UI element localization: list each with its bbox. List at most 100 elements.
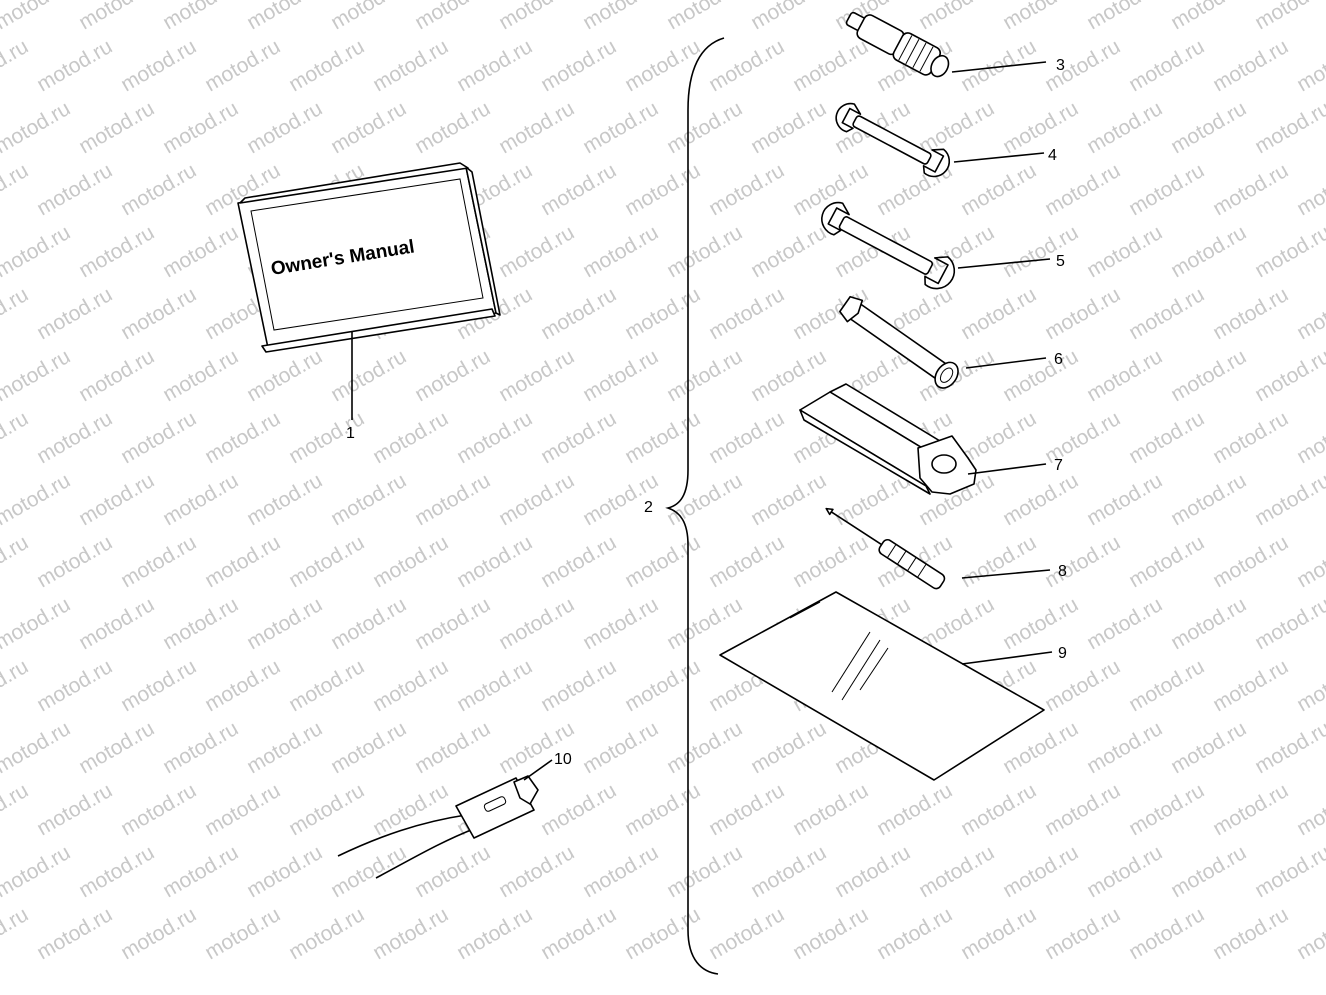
watermark-text: motod.ru (1041, 531, 1124, 592)
watermark-text: motod.ru (621, 655, 704, 716)
watermark-text: motod.ru (201, 903, 284, 964)
watermark-text: motod.ru (1209, 35, 1292, 96)
watermark-text: motod.ru (705, 283, 788, 344)
watermark-text: motod.ru (1167, 345, 1250, 406)
watermark-text: motod.ru (537, 903, 620, 964)
watermark-text: motod.ru (33, 283, 116, 344)
watermark-text: motod.ru (747, 345, 830, 406)
watermark-text: motod.ru (1251, 593, 1326, 654)
watermark-text: motod.ru (999, 469, 1082, 530)
callout-4: 4 (1048, 147, 1057, 164)
watermark-text: motod.ru (453, 531, 536, 592)
watermark-text: motod.ru (663, 841, 746, 902)
watermark-text: motod.ru (243, 593, 326, 654)
watermark-text: motod.ru (495, 345, 578, 406)
watermark-text: motod.ru (621, 779, 704, 840)
watermark-text: motod.ru (201, 531, 284, 592)
watermark-text: motod.ru (75, 469, 158, 530)
watermark-text: motod.ru (873, 779, 956, 840)
watermark-text: motod.ru (33, 655, 116, 716)
watermark-text: motod.ru (117, 531, 200, 592)
watermark-text: motod.ru (579, 97, 662, 158)
watermark-text: motod.ru (621, 531, 704, 592)
watermark-text: motod.ru (915, 841, 998, 902)
leader-5 (957, 258, 1051, 269)
watermark-text: motod.ru (957, 531, 1040, 592)
watermark-text: motod.ru (579, 0, 662, 34)
watermark-text: motod.ru (789, 779, 872, 840)
watermark-text: motod.ru (1251, 221, 1326, 282)
watermark-text: motod.ru (1209, 407, 1292, 468)
watermark-text: motod.ru (1125, 407, 1208, 468)
callout-5: 5 (1056, 253, 1065, 270)
watermark-text: motod.ru (285, 531, 368, 592)
watermark-text: motod.ru (957, 159, 1040, 220)
watermark-text: motod.ru (0, 35, 32, 96)
watermark-text: motod.ru (1209, 159, 1292, 220)
screwdriver (825, 507, 946, 590)
tool-bag (719, 591, 1045, 781)
watermark-text: motod.ru (789, 531, 872, 592)
watermark-text: motod.ru (705, 35, 788, 96)
watermark-text: motod.ru (1251, 717, 1326, 778)
watermark-text: motod.ru (537, 159, 620, 220)
watermark-text: motod.ru (495, 221, 578, 282)
watermark-text: motod.ru (411, 717, 494, 778)
watermark-text: motod.ru (1041, 283, 1124, 344)
callout-1: 1 (346, 425, 355, 442)
watermark-text: motod.ru (1167, 221, 1250, 282)
watermark-text: motod.ru (915, 97, 998, 158)
watermark-text: motod.ru (453, 903, 536, 964)
watermark-text: motod.ru (831, 841, 914, 902)
watermark-text: motod.ru (201, 407, 284, 468)
watermark-text: motod.ru (1083, 841, 1166, 902)
watermark-text: motod.ru (1125, 159, 1208, 220)
leader-4 (953, 152, 1045, 163)
watermark-text: motod.ru (243, 345, 326, 406)
watermark-text: motod.ru (1167, 469, 1250, 530)
watermark-text: motod.ru (1209, 903, 1292, 964)
watermark-text: motod.ru (369, 903, 452, 964)
watermark-text: motod.ru (1293, 35, 1326, 96)
watermark-text: motod.ru (747, 97, 830, 158)
callout-8: 8 (1058, 563, 1067, 580)
watermark-text: motod.ru (537, 407, 620, 468)
watermark-text: motod.ru (705, 779, 788, 840)
watermark-text: motod.ru (1041, 655, 1124, 716)
watermark-text: motod.ru (0, 469, 74, 530)
watermark-text: motod.ru (999, 0, 1082, 34)
watermark-text: motod.ru (327, 593, 410, 654)
watermark-text: motod.ru (495, 97, 578, 158)
watermark-text: motod.ru (1251, 469, 1326, 530)
watermark-text: motod.ru (873, 903, 956, 964)
watermark-text: motod.ru (411, 97, 494, 158)
watermark-text: motod.ru (1167, 97, 1250, 158)
watermark-text: motod.ru (495, 469, 578, 530)
watermark-text: motod.ru (495, 0, 578, 34)
watermark-text: motod.ru (33, 903, 116, 964)
watermark-text: motod.ru (159, 841, 242, 902)
watermark-text: motod.ru (747, 841, 830, 902)
watermark-text: motod.ru (327, 97, 410, 158)
watermark-text: motod.ru (1041, 35, 1124, 96)
watermark-text: motod.ru (117, 159, 200, 220)
watermark-text: motod.ru (117, 283, 200, 344)
watermark-text: motod.ru (1209, 531, 1292, 592)
watermark-text: motod.ru (1251, 0, 1326, 34)
wrench-small (835, 102, 951, 178)
watermark-text: motod.ru (0, 593, 74, 654)
watermark-text: motod.ru (159, 97, 242, 158)
watermark-text: motod.ru (0, 841, 74, 902)
callout-3: 3 (1056, 57, 1065, 74)
watermark-text: motod.ru (1125, 283, 1208, 344)
watermark-text: motod.ru (117, 35, 200, 96)
watermark-text: motod.ru (285, 35, 368, 96)
leader-6 (965, 357, 1047, 369)
socket-wrench (839, 295, 959, 389)
watermark-text: motod.ru (1083, 593, 1166, 654)
callout-2: 2 (644, 499, 653, 516)
watermark-text: motod.ru (537, 531, 620, 592)
watermark-text: motod.ru (747, 717, 830, 778)
watermark-text: motod.ru (327, 469, 410, 530)
